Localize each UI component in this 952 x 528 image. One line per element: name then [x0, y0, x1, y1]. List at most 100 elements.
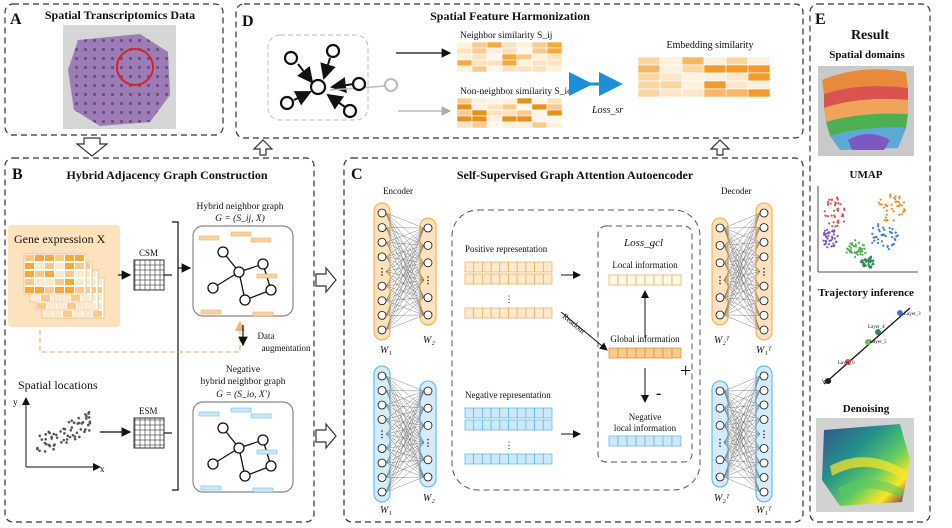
umap-point — [890, 207, 894, 210]
matrix-cell — [747, 80, 771, 90]
rep-cell — [516, 453, 527, 465]
matrix-cell — [703, 80, 727, 90]
matrix-cell — [456, 59, 473, 67]
umap-point — [894, 195, 897, 198]
info-cell — [617, 435, 628, 447]
connection — [723, 404, 761, 460]
umap-label: UMAP — [850, 169, 883, 181]
connection — [385, 280, 425, 316]
panel-c-title: Self-Supervised Graph Attention Autoenco… — [457, 168, 694, 182]
neuron — [377, 325, 387, 335]
traj-label-4: WM — [822, 380, 832, 385]
scatter-point — [70, 419, 74, 422]
neuron — [715, 240, 725, 250]
umap-point — [875, 235, 878, 239]
neuron — [759, 208, 769, 218]
connection — [385, 419, 425, 478]
gene-cell — [47, 303, 56, 309]
umap-point — [900, 213, 903, 216]
feature-bar — [256, 449, 278, 455]
connection — [723, 375, 761, 426]
rep-cell — [490, 261, 501, 273]
global-information-bar — [608, 347, 682, 359]
connection — [723, 271, 761, 281]
connection — [723, 285, 761, 298]
panel-a-letter: A — [10, 11, 22, 28]
matrix-cell — [681, 64, 705, 74]
gene-cell — [25, 287, 34, 293]
matrix-cell — [486, 65, 503, 73]
layer-column — [419, 217, 437, 326]
umap-point — [827, 202, 830, 206]
negative-rep-label: Negative representation — [465, 390, 551, 400]
umap-point — [864, 251, 867, 255]
connection — [723, 227, 761, 287]
connection — [385, 212, 425, 229]
rep-cell — [508, 273, 518, 285]
connection — [385, 227, 425, 316]
matrix-cell — [703, 88, 727, 98]
umap-point — [824, 214, 827, 217]
connection — [385, 390, 425, 406]
connection — [723, 408, 761, 420]
csm-matrix — [133, 259, 165, 291]
graph-node — [257, 434, 269, 446]
matrix-cell — [456, 97, 473, 105]
layer-column — [755, 202, 773, 341]
connection — [385, 408, 425, 449]
connection — [723, 245, 761, 287]
connection — [723, 390, 761, 478]
plus-sign: + — [680, 360, 691, 382]
umap-point — [897, 201, 900, 204]
umap-point — [892, 196, 896, 199]
matrix-cell — [456, 53, 473, 61]
connection — [723, 212, 761, 229]
gene-cell — [35, 279, 44, 285]
connection — [723, 212, 761, 281]
feature-bar — [198, 235, 220, 241]
rep-cell — [508, 419, 518, 431]
connection — [385, 227, 425, 258]
scatter-point — [63, 432, 66, 435]
gene-cell — [65, 271, 74, 277]
connection — [723, 425, 761, 449]
umap-point — [836, 224, 839, 227]
scatter-point — [60, 441, 63, 444]
gene-cell — [61, 295, 70, 301]
connection — [723, 448, 761, 478]
connection — [723, 242, 761, 246]
ellipsis-dots: ⋮ — [716, 438, 725, 448]
scatter-point — [38, 449, 41, 453]
connection — [385, 425, 425, 435]
feature-bar — [256, 273, 278, 279]
umap-point — [877, 228, 880, 231]
umap-point — [853, 239, 857, 242]
feature-bar — [230, 407, 252, 413]
info-cell — [662, 435, 673, 447]
matrix-cell — [546, 115, 563, 123]
feature-bar — [252, 487, 274, 493]
connection — [385, 408, 425, 464]
matrix-cell — [531, 65, 548, 73]
scatter-point — [44, 433, 48, 436]
trajectory-label: Trajectory inference — [818, 287, 914, 299]
umap-point — [859, 246, 862, 250]
umap-point — [893, 237, 896, 240]
arrow-c-to-d — [709, 139, 731, 156]
info-cell — [653, 274, 664, 286]
connection — [723, 242, 761, 281]
connection — [385, 227, 425, 301]
connection — [723, 300, 761, 316]
connection — [723, 390, 761, 493]
umap-point — [833, 214, 836, 217]
umap-point — [829, 239, 833, 242]
matrix-cell — [471, 103, 488, 111]
graph-node — [217, 422, 229, 434]
connection — [723, 227, 761, 298]
info-cell — [653, 435, 664, 447]
umap-point — [856, 253, 859, 256]
info-cell — [671, 435, 682, 447]
matrix-cell — [747, 56, 771, 66]
connection — [723, 375, 761, 443]
rep-cell — [473, 419, 483, 431]
